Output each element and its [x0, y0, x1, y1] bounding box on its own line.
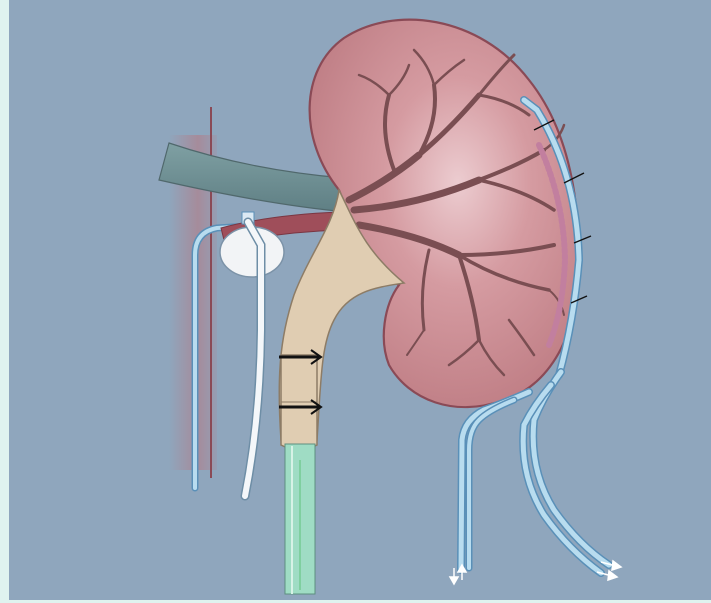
ureteral-drain: [285, 444, 315, 594]
diagram-panel: [9, 0, 711, 600]
kidney-transplant-illustration: [9, 0, 711, 600]
arrow-down-icon: [450, 568, 458, 584]
